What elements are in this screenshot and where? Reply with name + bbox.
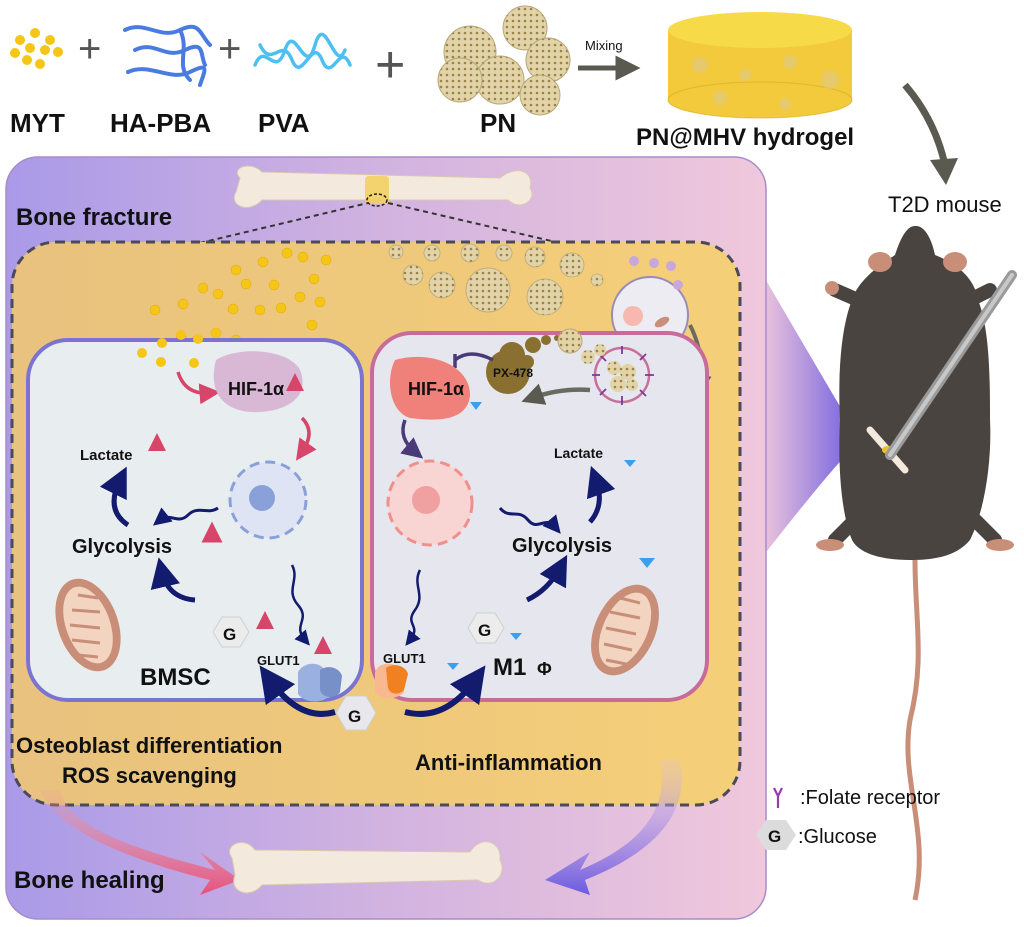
ha-pba-label: HA-PBA	[110, 108, 211, 138]
folate-receptor-icon	[773, 787, 783, 808]
m1-lactate-label: Lactate	[554, 445, 603, 461]
nucleus-to-glut1-signal-bmsc	[290, 564, 310, 646]
m1-hif-blob	[390, 356, 470, 420]
nucleus-to-glut1-signal-m1	[405, 569, 422, 646]
svg-text:G: G	[768, 827, 781, 846]
hif-to-nucleus-arrow	[295, 416, 317, 461]
bmsc-glut1-transporter-icon	[298, 663, 342, 702]
t2d-mouse-illustration	[816, 225, 1017, 901]
bmsc-glut1-label: GLUT1	[257, 653, 300, 668]
nucleus-to-glycolysis-signal-bmsc	[152, 506, 219, 526]
hydrogel-label: PN@MHV hydrogel	[636, 124, 854, 151]
glycolysis-to-lactate-arrow-bmsc	[99, 466, 130, 528]
to-mouse-arrow-head	[930, 158, 958, 185]
px-478-label: PX-478	[493, 366, 533, 380]
glucose-uptake-arrow-m1	[404, 665, 486, 717]
glucose-to-glycolysis-arrow-m1	[525, 554, 568, 603]
ros-scavenging-label: ROS scavenging	[62, 763, 237, 788]
myt-to-hif-arrow	[176, 371, 221, 405]
m1-name-label: M1	[493, 654, 526, 681]
bmsc-hif-blob	[213, 351, 303, 413]
ha-pba-polymer-icon	[123, 24, 212, 87]
svg-text:G: G	[223, 625, 236, 644]
osteoblast-differentiation-label: Osteoblast differentiation	[16, 733, 282, 758]
myt-label: MYT	[10, 108, 65, 138]
bone-healing-label: Bone healing	[14, 867, 165, 894]
anti-inflammation-to-healing-arrow	[545, 760, 682, 895]
nucleus-to-glycolysis-signal-m1	[498, 506, 561, 534]
pn-particles	[388, 243, 604, 316]
bmsc-mitochondrion-icon	[55, 578, 121, 672]
pn-nanoparticle-cluster-icon	[437, 5, 571, 116]
m1-mitochondrion-icon	[591, 584, 659, 676]
legend-folate-receptor: :Folate receptor	[773, 787, 940, 809]
m1-glycolysis-label: Glycolysis	[512, 535, 612, 557]
endocytosed-nanoparticle-icon	[581, 344, 654, 405]
px-478-release-icon	[486, 328, 583, 394]
hydrogel-cylinder-icon	[667, 12, 853, 119]
fractured-bone-icon	[233, 165, 533, 208]
healed-bone-icon	[229, 841, 503, 894]
glycolysis-to-lactate-arrow-m1	[586, 465, 616, 524]
m1-nucleus	[386, 459, 474, 547]
zoom-line-right	[387, 202, 561, 244]
bmsc-glycolysis-label: Glycolysis	[72, 536, 172, 558]
bone-fracture-label: Bone fracture	[16, 204, 172, 231]
svg-text::Folate receptor: :Folate receptor	[800, 787, 940, 809]
m1-glut1-label: GLUT1	[383, 651, 426, 666]
m1-hif-label: HIF-1α	[408, 379, 464, 399]
glucose-to-glycolysis-arrow-bmsc	[150, 557, 196, 603]
bmsc-glucose-icon: G	[212, 616, 250, 648]
bmsc-lactate-label: Lactate	[80, 447, 133, 464]
svg-text:G: G	[348, 707, 361, 726]
m1-glut1-transporter-icon	[375, 663, 408, 698]
t2d-mouse-label: T2D mouse	[888, 192, 1002, 217]
to-mouse-arrow-shaft	[902, 82, 949, 166]
px-478-inhibition-arrow	[453, 352, 494, 362]
myt-particles-inside-bmsc	[137, 328, 221, 368]
plus-sign-3: +	[375, 36, 405, 94]
magnification-beam	[760, 270, 860, 560]
bmsc-hif-label: HIF-1α	[228, 379, 284, 399]
pva-polymer-icon	[253, 32, 352, 70]
m1-glucose-icon: G	[467, 612, 505, 644]
plus-sign-2: +	[218, 27, 241, 71]
shared-glucose-icon: G	[335, 695, 377, 731]
osteogenesis-to-healing-arrow	[40, 790, 240, 895]
mixing-label: Mixing	[585, 38, 623, 53]
zoom-line-left	[199, 202, 369, 244]
myt-icon	[10, 28, 63, 69]
nanoparticle-release-arrow	[521, 383, 591, 405]
legend-glucose: G :Glucose	[756, 820, 877, 850]
svg-text:G: G	[478, 621, 491, 640]
pn-label: PN	[480, 108, 516, 138]
m1-phi-symbol: Φ	[537, 659, 552, 679]
pva-label: PVA	[258, 108, 310, 138]
glucose-uptake-arrow-bmsc	[259, 665, 336, 717]
bmsc-nucleus	[228, 460, 308, 540]
plus-sign-1: +	[78, 27, 101, 71]
bmsc-name-label: BMSC	[140, 664, 211, 691]
anti-inflammation-label: Anti-inflammation	[415, 750, 602, 775]
glucose-hexagon-icon	[756, 820, 796, 850]
hif-to-nucleus-arrow-m1	[400, 419, 424, 459]
svg-text::Glucose: :Glucose	[798, 826, 877, 848]
